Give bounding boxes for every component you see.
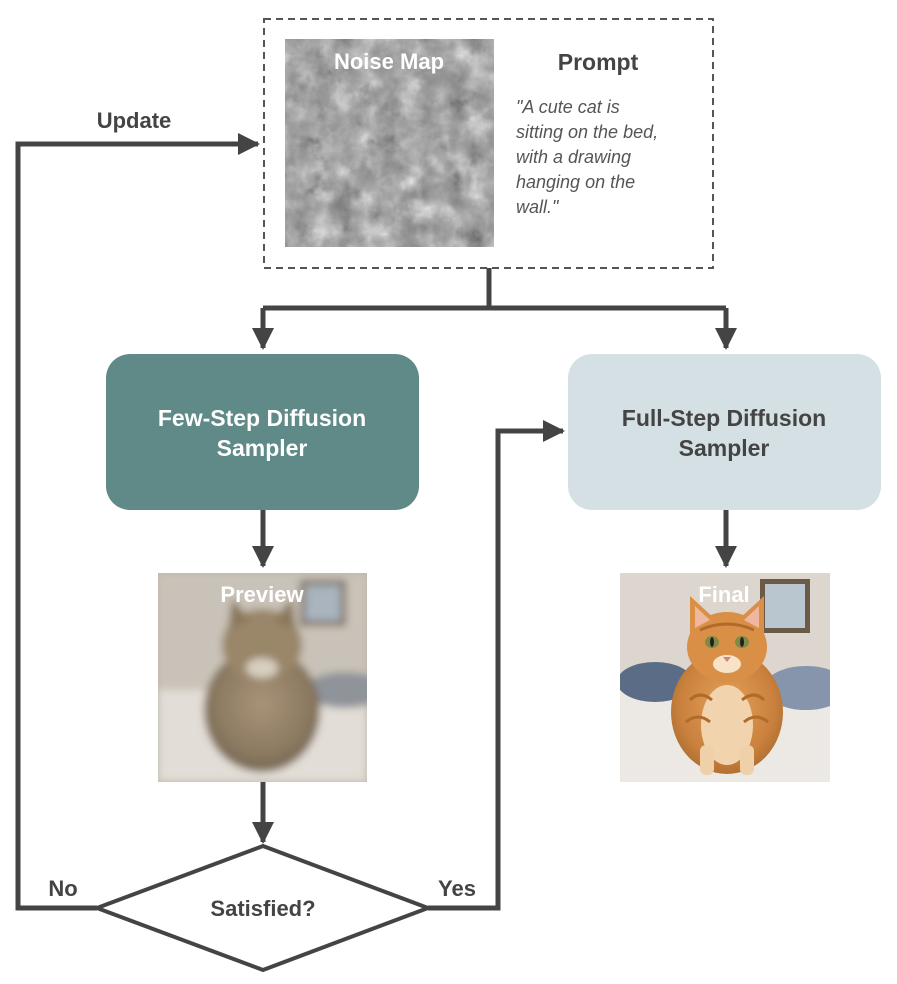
preview-image — [158, 573, 367, 782]
decision-label: Satisfied? — [210, 896, 315, 921]
no-loop-connector — [15, 133, 260, 911]
few-step-sampler-label-line1: Few-Step Diffusion — [158, 405, 366, 431]
noise-map-label: Noise Map — [334, 49, 444, 74]
full-step-sampler-label-line1: Full-Step Diffusion — [622, 405, 826, 431]
prompt-heading: Prompt — [558, 49, 639, 75]
prompt-line: hanging on the — [516, 172, 635, 192]
noise-map-image — [285, 39, 494, 247]
input-split-connector — [263, 268, 726, 311]
prompt-line: with a drawing — [516, 147, 631, 167]
prompt-line: sitting on the bed, — [516, 122, 658, 142]
few-step-sampler-box: Few-Step Diffusion Sampler — [106, 354, 419, 510]
prompt-line: "A cute cat is — [516, 97, 620, 117]
decision-shape — [91, 843, 434, 973]
input-box: Noise Map Prompt "A cute cat is sitting … — [263, 18, 714, 269]
update-label: Update — [97, 108, 172, 133]
connectors — [15, 133, 737, 911]
full-step-sampler-label-line2: Sampler — [679, 435, 770, 461]
final-image — [620, 573, 830, 782]
yes-label: Yes — [438, 876, 476, 901]
few-step-sampler-label-line2: Sampler — [217, 435, 308, 461]
full-step-sampler-shape — [568, 354, 881, 510]
few-step-sampler-shape — [106, 354, 419, 510]
prompt-line: wall." — [516, 197, 560, 217]
yes-connector — [428, 420, 565, 911]
no-label: No — [48, 876, 77, 901]
prompt-text: "A cute cat is sitting on the bed, with … — [516, 97, 658, 217]
decision-diamond: Satisfied? — [91, 843, 434, 973]
final-label: Final — [698, 582, 749, 607]
preview-label: Preview — [220, 582, 304, 607]
full-step-sampler-box: Full-Step Diffusion Sampler — [568, 354, 881, 510]
